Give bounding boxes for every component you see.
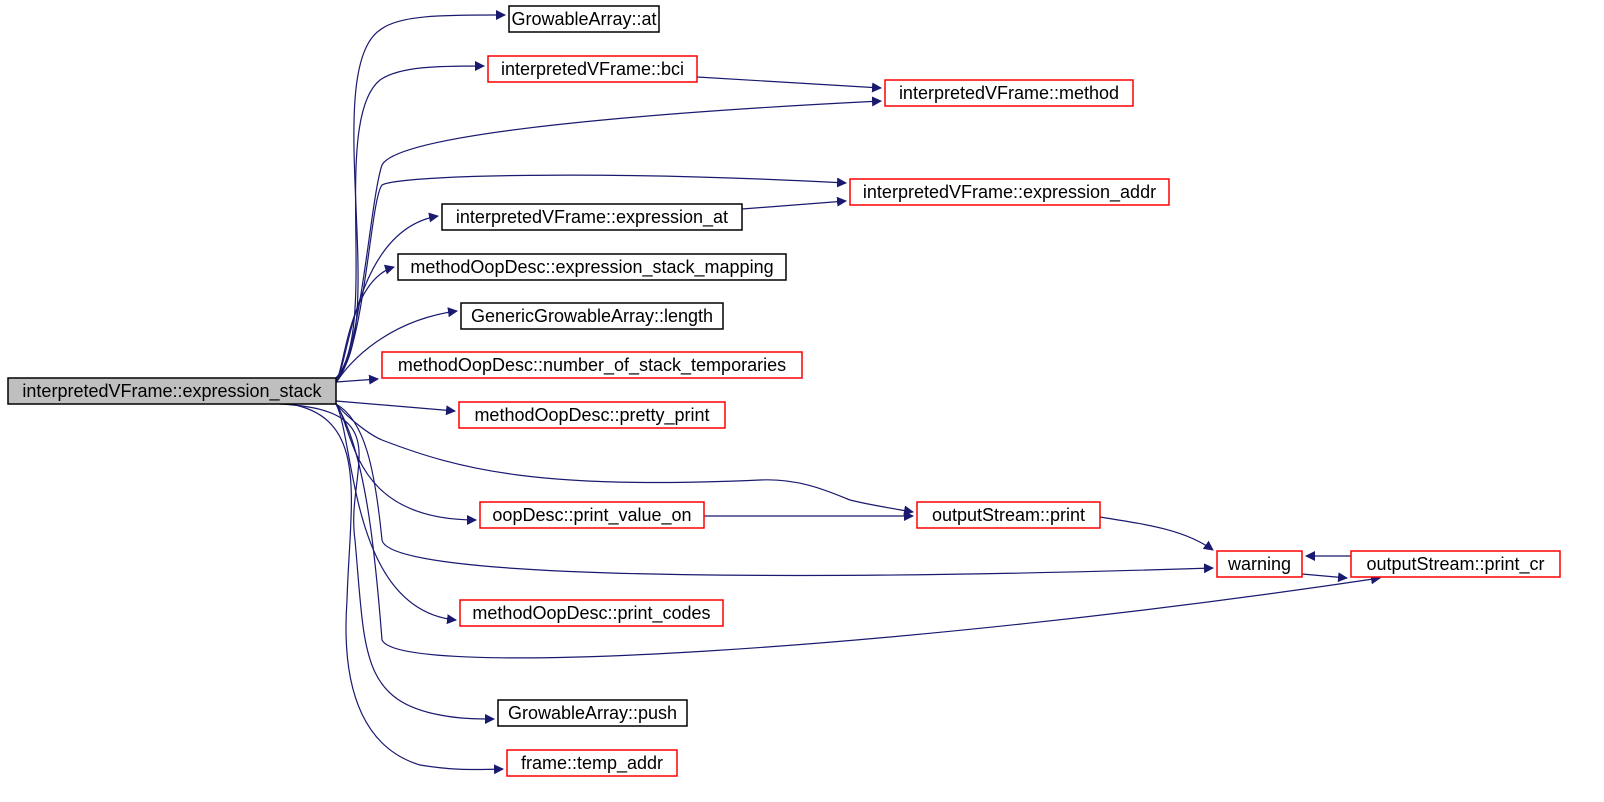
edge-root-to-mod_nst xyxy=(335,374,379,385)
edge-root-to-warning xyxy=(335,403,1214,577)
edge-warning-to-os_print_cr xyxy=(1301,572,1348,583)
edge-os_print-to-warning xyxy=(1099,516,1214,551)
node-os_print[interactable]: outputStream::print xyxy=(916,501,1101,529)
node-box xyxy=(1350,550,1561,578)
node-box xyxy=(1216,550,1303,578)
edge-root-to-od_pvo xyxy=(335,403,477,525)
node-box xyxy=(441,203,743,231)
node-mod_pp[interactable]: methodOopDesc::pretty_print xyxy=(458,401,726,429)
edge-root-to-ivf_expr_addr xyxy=(335,174,847,383)
edge-ivf_bci-to-ivf_method xyxy=(696,76,882,93)
edges-layer xyxy=(279,9,1381,775)
edge-ivf_expr_at-to-ivf_expr_addr xyxy=(335,212,439,383)
edge-root-to-ivf_expr_at xyxy=(741,196,847,210)
edge-root-to-frame_ta xyxy=(289,403,504,775)
edge-root-to-mod_esm xyxy=(335,264,395,384)
node-ivf_expr_addr[interactable]: interpretedVFrame::expression_addr xyxy=(849,178,1170,206)
node-root[interactable]: interpretedVFrame::expression_stack xyxy=(7,377,337,405)
node-box xyxy=(506,749,678,777)
node-box xyxy=(7,377,337,405)
node-ivf_expr_at[interactable]: interpretedVFrame::expression_at xyxy=(441,203,743,231)
node-box xyxy=(381,351,803,379)
node-ivf_method[interactable]: interpretedVFrame::method xyxy=(884,79,1134,107)
node-ga_at[interactable]: GrowableArray::at xyxy=(508,5,660,33)
node-box xyxy=(487,55,698,83)
node-box xyxy=(884,79,1134,107)
node-box xyxy=(849,178,1170,206)
node-label: outputStream::print xyxy=(932,505,1085,525)
node-label: interpretedVFrame::bci xyxy=(501,59,684,79)
edge-root-to-os_print_cr xyxy=(335,403,1381,659)
node-mod_esm[interactable]: methodOopDesc::expression_stack_mapping xyxy=(397,253,787,281)
node-box xyxy=(497,699,688,727)
node-label: methodOopDesc::pretty_print xyxy=(474,405,709,426)
node-label: GenericGrowableArray::length xyxy=(471,306,713,326)
node-ivf_bci[interactable]: interpretedVFrame::bci xyxy=(487,55,698,83)
node-label: methodOopDesc::expression_stack_mapping xyxy=(410,257,773,278)
node-gga_length[interactable]: GenericGrowableArray::length xyxy=(460,302,724,330)
node-label: interpretedVFrame::method xyxy=(899,83,1119,103)
node-label: interpretedVFrame::expression_stack xyxy=(22,381,322,402)
node-label: methodOopDesc::number_of_stack_temporari… xyxy=(398,355,786,376)
edge-root-to-mod_pc xyxy=(335,403,457,625)
node-box xyxy=(459,599,724,627)
edge-root-to-ga_at xyxy=(335,9,506,379)
edge-root-to-mod_pp xyxy=(335,400,456,416)
node-label: oopDesc::print_value_on xyxy=(492,505,691,526)
node-os_print_cr[interactable]: outputStream::print_cr xyxy=(1350,550,1561,578)
node-od_pvo[interactable]: oopDesc::print_value_on xyxy=(479,501,705,529)
node-label: interpretedVFrame::expression_addr xyxy=(863,182,1156,203)
node-label: frame::temp_addr xyxy=(521,753,663,774)
node-box xyxy=(508,5,660,33)
node-box xyxy=(397,253,787,281)
node-label: outputStream::print_cr xyxy=(1366,554,1544,575)
node-label: warning xyxy=(1227,554,1291,574)
node-mod_pc[interactable]: methodOopDesc::print_codes xyxy=(459,599,724,627)
edge-root-to-os_print xyxy=(335,403,914,516)
edge-root-to-ivf_method xyxy=(335,96,882,381)
node-label: interpretedVFrame::expression_at xyxy=(456,207,728,228)
node-label: GrowableArray::at xyxy=(511,9,656,29)
edge-root-to-ga_push xyxy=(279,403,495,724)
node-box xyxy=(916,501,1101,529)
node-frame_ta[interactable]: frame::temp_addr xyxy=(506,749,678,777)
node-warning[interactable]: warning xyxy=(1216,550,1303,578)
node-box xyxy=(479,501,705,529)
node-box xyxy=(460,302,724,330)
node-label: methodOopDesc::print_codes xyxy=(472,603,710,624)
nodes-layer: interpretedVFrame::expression_stackGrowa… xyxy=(7,5,1561,777)
edge-root-to-gga_length xyxy=(335,307,458,384)
node-ga_push[interactable]: GrowableArray::push xyxy=(497,699,688,727)
node-box xyxy=(458,401,726,429)
node-mod_nst[interactable]: methodOopDesc::number_of_stack_temporari… xyxy=(381,351,803,379)
node-label: GrowableArray::push xyxy=(508,703,677,723)
